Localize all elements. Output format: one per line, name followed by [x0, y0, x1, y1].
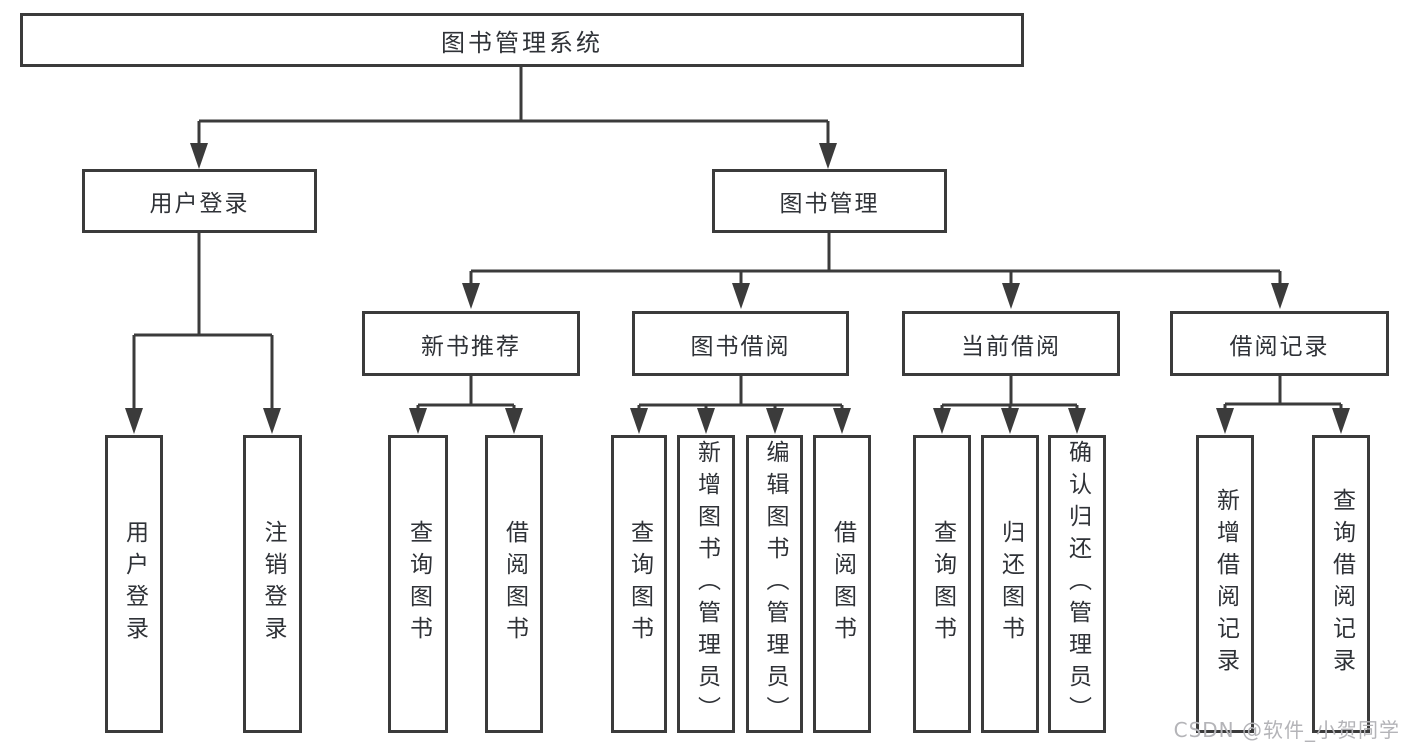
leaf-user-login: 用户登录 [105, 435, 163, 733]
leaf-current-confirm-return-admin: 确认归还（管理员） [1048, 435, 1106, 733]
node-label: 图书管理 [779, 191, 880, 217]
node-label: 当前借阅 [961, 333, 1061, 360]
node-user-login: 用户登录 [82, 169, 317, 233]
node-book-borrow: 图书借阅 [632, 311, 849, 376]
node-label: 查询图书 [626, 520, 653, 648]
node-label: 新增借阅记录 [1212, 488, 1239, 680]
node-label: 新增图书（管理员） [693, 440, 720, 728]
node-label: 确认归还（管理员） [1064, 440, 1091, 728]
node-borrow-records: 借阅记录 [1170, 311, 1389, 376]
node-label: 归还图书 [997, 520, 1024, 648]
node-label: 用户登录 [149, 191, 250, 217]
node-label: 借阅记录 [1229, 333, 1330, 360]
leaf-current-query-books: 查询图书 [913, 435, 971, 733]
node-label: 用户登录 [121, 520, 148, 648]
node-label: 图书借阅 [690, 333, 791, 360]
arrowheads [125, 143, 1350, 434]
leaf-logout-login: 注销登录 [243, 435, 302, 733]
node-label: 借阅图书 [501, 520, 528, 648]
leaf-borrow-borrow-books: 借阅图书 [813, 435, 871, 733]
node-label: 查询图书 [405, 520, 432, 648]
node-library-management-system: 图书管理系统 [20, 13, 1024, 67]
leaf-recommend-borrow-books: 借阅图书 [485, 435, 543, 733]
leaf-records-add-record: 新增借阅记录 [1196, 435, 1254, 733]
node-label: 查询图书 [929, 520, 956, 648]
watermark: CSDN @软件_小贺同学 [1173, 718, 1400, 742]
node-label: 新书推荐 [421, 333, 521, 360]
leaf-records-query-record: 查询借阅记录 [1312, 435, 1370, 733]
node-book-management: 图书管理 [712, 169, 947, 233]
leaf-borrow-add-books-admin: 新增图书（管理员） [677, 435, 735, 733]
node-current-borrow: 当前借阅 [902, 311, 1120, 376]
node-label: 注销登录 [260, 520, 286, 648]
node-new-book-recommend: 新书推荐 [362, 311, 580, 376]
node-label: 图书管理系统 [441, 28, 603, 57]
leaf-current-return-books: 归还图书 [981, 435, 1039, 733]
leaf-recommend-query-books: 查询图书 [388, 435, 448, 733]
node-label: 编辑图书（管理员） [762, 440, 788, 728]
leaf-borrow-edit-books-admin: 编辑图书（管理员） [746, 435, 803, 733]
leaf-borrow-query-books: 查询图书 [611, 435, 667, 733]
node-label: 借阅图书 [829, 520, 856, 648]
node-label: 查询借阅记录 [1328, 488, 1355, 680]
